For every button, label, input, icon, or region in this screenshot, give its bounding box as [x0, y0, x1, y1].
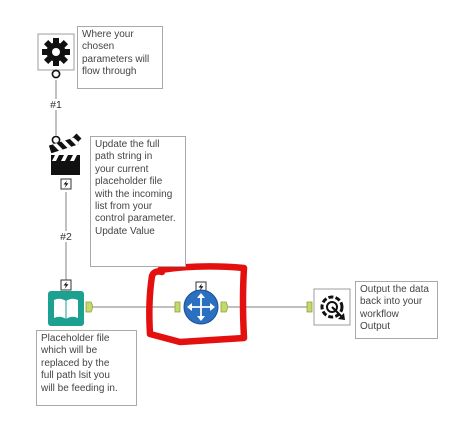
input-anchor-icon[interactable]: [174, 301, 181, 313]
action-tool[interactable]: [48, 133, 82, 190]
input-anchor-icon[interactable]: [306, 301, 313, 313]
output-tool[interactable]: [306, 288, 351, 326]
book-icon: [48, 291, 84, 326]
comment-output: Output the data back into your workflow …: [355, 281, 438, 339]
lightning-anchor-icon[interactable]: [60, 178, 72, 190]
comment-control-parameter: Where your chosen parameters will flow t…: [77, 26, 163, 89]
red-highlight-scribble: [146, 263, 248, 346]
output-anchor-icon[interactable]: [85, 301, 93, 313]
control-parameter-tool[interactable]: [37, 33, 75, 79]
move-arrows-icon: [183, 289, 219, 325]
lightning-anchor-icon[interactable]: [60, 279, 72, 291]
connection-label-2: #2: [60, 231, 72, 243]
output-anchor-icon[interactable]: [220, 301, 228, 313]
question-anchor-icon[interactable]: [51, 135, 61, 145]
gear-icon: [42, 38, 70, 66]
select-tool[interactable]: [174, 281, 228, 325]
clapperboard-icon: [48, 136, 80, 175]
connection-label-1: #1: [50, 99, 62, 111]
question-anchor-icon[interactable]: [51, 69, 61, 79]
output-gear-icon: [320, 295, 345, 320]
comment-input: Placeholder file which will be replaced …: [36, 330, 137, 406]
comment-action: Update the full path string in your curr…: [90, 136, 186, 267]
input-data-tool[interactable]: [48, 279, 93, 326]
